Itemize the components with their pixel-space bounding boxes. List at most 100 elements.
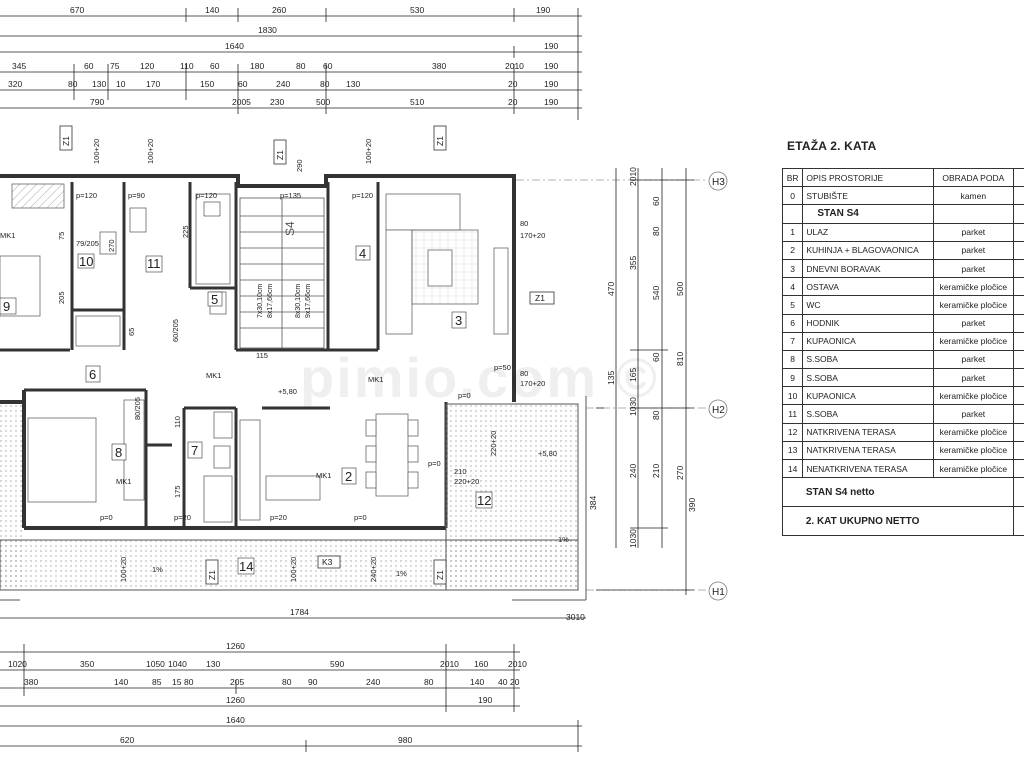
cell-extra	[1013, 349, 1024, 370]
dim-text: 190	[544, 41, 558, 51]
dim-text: 1020	[8, 659, 27, 669]
dim-text: 590	[330, 659, 344, 669]
dim-text: 85	[152, 677, 162, 687]
chair	[365, 471, 377, 489]
level-marker-h1	[708, 581, 728, 601]
dim-text: 80	[68, 79, 78, 89]
stair-label: 8x30,10cm	[295, 284, 302, 318]
opening-size: 170+20	[520, 231, 545, 240]
cell-name: KUHINJA + BLAGOVAONICA	[802, 240, 934, 260]
dim-text: 190	[544, 79, 558, 89]
dim-text: 130	[92, 79, 106, 89]
dim-text: 620	[120, 735, 134, 745]
table-row: STAN S4	[781, 204, 1024, 224]
dim-text: 240	[276, 79, 290, 89]
dim-text: 240	[366, 677, 380, 687]
dim-text: 1030	[628, 529, 638, 548]
cell-name: S.SOBA	[802, 404, 934, 424]
floor-height: p=0	[428, 459, 441, 468]
top-dimension-lines	[0, 8, 582, 120]
dim-text: 355	[628, 256, 638, 270]
stair-label: 7x30,10cm	[257, 284, 264, 318]
dim-text: 1784	[290, 607, 309, 617]
bed-8	[27, 417, 97, 503]
dim-text: 150	[200, 79, 214, 89]
cell-extra	[1013, 440, 1024, 461]
dim-text: 140	[470, 677, 484, 687]
dim-text: 60	[651, 352, 661, 362]
opening-size: 220+20	[454, 477, 479, 486]
room-number-3: 3	[455, 313, 462, 328]
level-marker-h3	[708, 171, 728, 191]
cell-br	[781, 204, 804, 224]
terrace-14-area	[0, 540, 578, 590]
tv-unit	[493, 247, 509, 335]
cell-floor: keramičke pločice	[932, 295, 1015, 315]
terrace-edges	[0, 396, 587, 601]
window-label: K3	[322, 557, 333, 567]
sofa-side	[385, 229, 413, 335]
header-br: BR	[781, 167, 804, 188]
header-extra	[1013, 167, 1024, 188]
cell-floor: keramičke pločice	[932, 422, 1015, 442]
door-size: 79/205	[76, 239, 99, 248]
opening-size: 100+20	[119, 557, 128, 582]
room-number-11: 11	[147, 256, 161, 271]
dim-text: 20	[508, 97, 518, 107]
cell-extra	[1013, 240, 1024, 260]
dim-text: 320	[8, 79, 22, 89]
chair	[407, 419, 419, 437]
cell-floor: parket	[932, 404, 1015, 424]
floor-height: p=120	[196, 191, 217, 200]
dim-text: 2010	[628, 167, 638, 186]
cell-extra	[1013, 458, 1024, 479]
sofa	[385, 193, 461, 231]
dim-text: 130	[206, 659, 220, 669]
coffee-table	[427, 249, 453, 287]
dim-text: 1830	[258, 25, 277, 35]
cell-name: NATKRIVENA TERASA	[802, 422, 934, 442]
dim-text: 1260	[226, 695, 245, 705]
kitchen-counter	[239, 419, 261, 521]
cell-floor: parket	[932, 222, 1015, 242]
chair	[365, 419, 377, 437]
opening-size: 170+20	[520, 379, 545, 388]
dim-text: 270	[675, 466, 685, 480]
cell-br: 7	[781, 331, 804, 351]
floor-height: p=20	[174, 513, 191, 522]
netto-row-label: STAN S4 netto	[802, 477, 1015, 508]
dim-text: 80	[320, 79, 330, 89]
room-number-5: 5	[211, 292, 218, 307]
dim-text: 90	[308, 677, 318, 687]
cell-br: 11	[781, 404, 804, 424]
cell-floor: parket	[932, 258, 1015, 279]
dim-text: 140	[205, 5, 219, 15]
dim-text: 3010	[566, 612, 585, 622]
dresser	[11, 183, 65, 209]
floor-height: p=135	[280, 191, 301, 200]
dim-text: 120	[140, 61, 154, 71]
cell-extra	[1013, 422, 1024, 442]
terrace-left-area	[0, 404, 22, 590]
cell-floor: keramičke pločice	[932, 277, 1015, 297]
cell-floor: keramičke pločice	[932, 440, 1015, 461]
floor-height: p=120	[76, 191, 97, 200]
window-label: Z1	[435, 570, 445, 580]
dim-text: 40	[498, 677, 508, 687]
chair	[365, 445, 377, 463]
level-markers: H3 H2 H1	[708, 171, 728, 601]
opening-size: 240+20	[369, 557, 378, 582]
inner-dim: 115	[256, 351, 268, 360]
dim-text: 170	[146, 79, 160, 89]
cell-br: 8	[781, 349, 804, 370]
dim-text: 110	[180, 61, 194, 71]
cell-name: S.SOBA	[802, 349, 934, 370]
